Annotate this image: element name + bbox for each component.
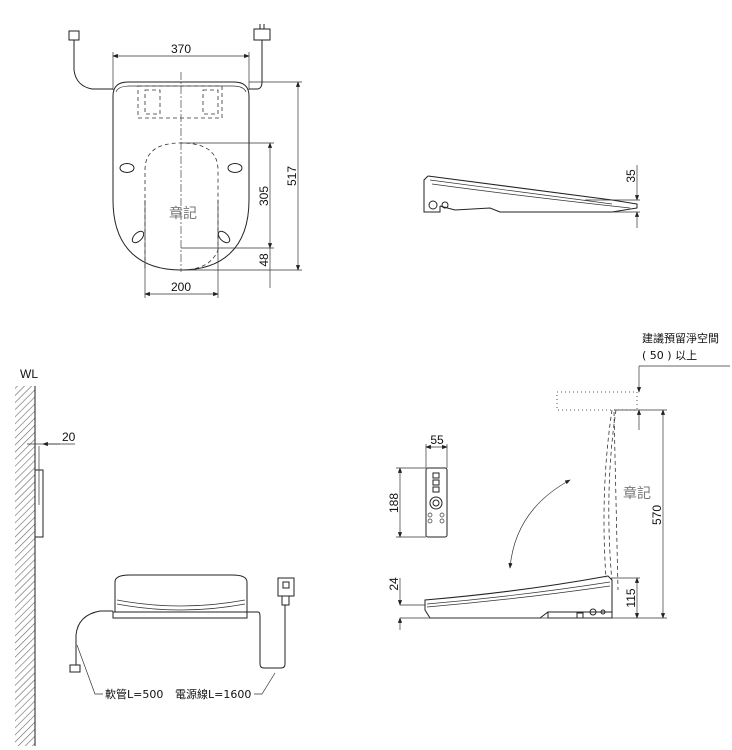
stamp-text: 章記 (169, 205, 197, 222)
dim-opening-width-200: 200 (171, 280, 191, 294)
power-plug (277, 577, 295, 597)
dim-width-370: 370 (171, 42, 191, 56)
clearance-line1: 建議預留淨空間 (642, 331, 719, 345)
dim-hinge-115: 115 (624, 588, 638, 607)
power-plug (253, 28, 271, 41)
wall-hatch (15, 386, 35, 746)
side-view-open: 建議預留淨空間 ( 50 ) 以上 115 570 24 章記 (387, 331, 730, 630)
lid-opening-outline (144, 142, 219, 271)
dim-opening-305: 305 (257, 186, 271, 206)
dim-seat-24: 24 (387, 577, 401, 591)
seat-outline (112, 81, 250, 271)
stamp-text: 章記 (623, 485, 651, 502)
hose-length-label: 軟管L=500 (105, 687, 163, 701)
hose-nut (68, 30, 80, 41)
dim-remote-55: 55 (430, 433, 444, 447)
dim-height-35: 35 (624, 169, 638, 183)
wall-label: WL (20, 367, 38, 381)
dim-offset-20: 20 (62, 430, 76, 444)
seat-front-view (114, 574, 248, 613)
top-view: 370 517 305 48 200 章記 (68, 24, 302, 298)
water-hose (75, 610, 113, 665)
seat-side (424, 575, 613, 619)
side-view-closed: 35 (423, 165, 640, 228)
power-cord (247, 605, 286, 669)
dim-open-570: 570 (650, 505, 664, 525)
clearance-line2: ( 50 ) 以上 (642, 349, 697, 362)
dim-remote-188: 188 (387, 493, 401, 513)
dim-front-48: 48 (257, 253, 271, 267)
wall-view: WL 20 軟管L=500 電源線L=1600 (15, 367, 295, 746)
remote-control: 55 188 (387, 433, 448, 538)
water-hose (73, 40, 113, 90)
dim-length-517: 517 (285, 166, 299, 186)
cord-length-label: 電源線L=1600 (175, 687, 251, 701)
raised-lid (603, 409, 613, 579)
